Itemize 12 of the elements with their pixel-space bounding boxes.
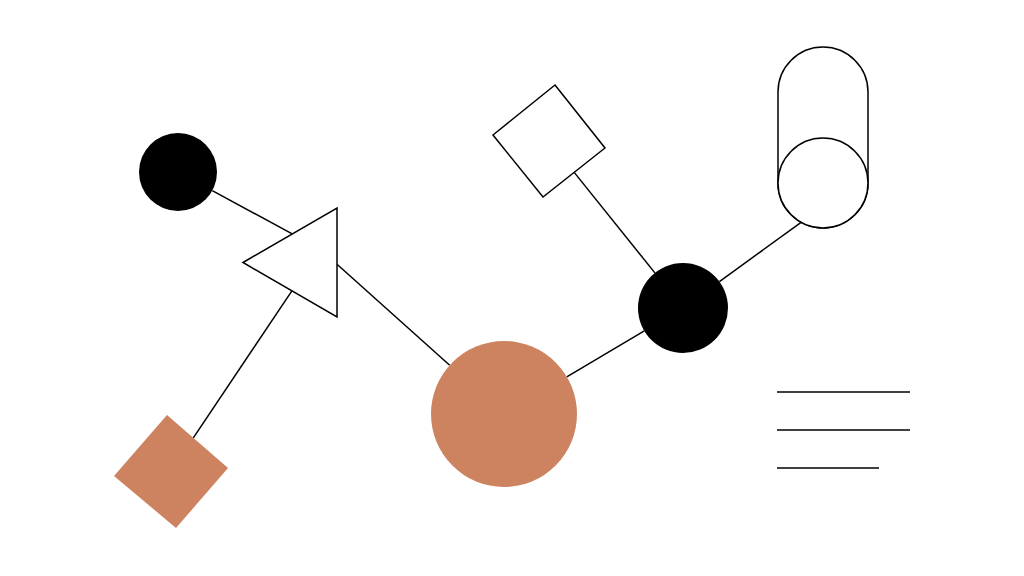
circle-node [638, 263, 728, 353]
connector-line [718, 221, 802, 283]
circle-node [431, 341, 577, 487]
circle-node [139, 133, 217, 211]
connector-line [566, 330, 646, 378]
diamond-node [492, 84, 606, 198]
connector-line [192, 290, 293, 439]
connector-line [211, 189, 293, 235]
triangle-node [242, 207, 338, 318]
capsule-node [777, 46, 869, 229]
connector-line [573, 171, 656, 274]
diamond-node [114, 415, 228, 528]
